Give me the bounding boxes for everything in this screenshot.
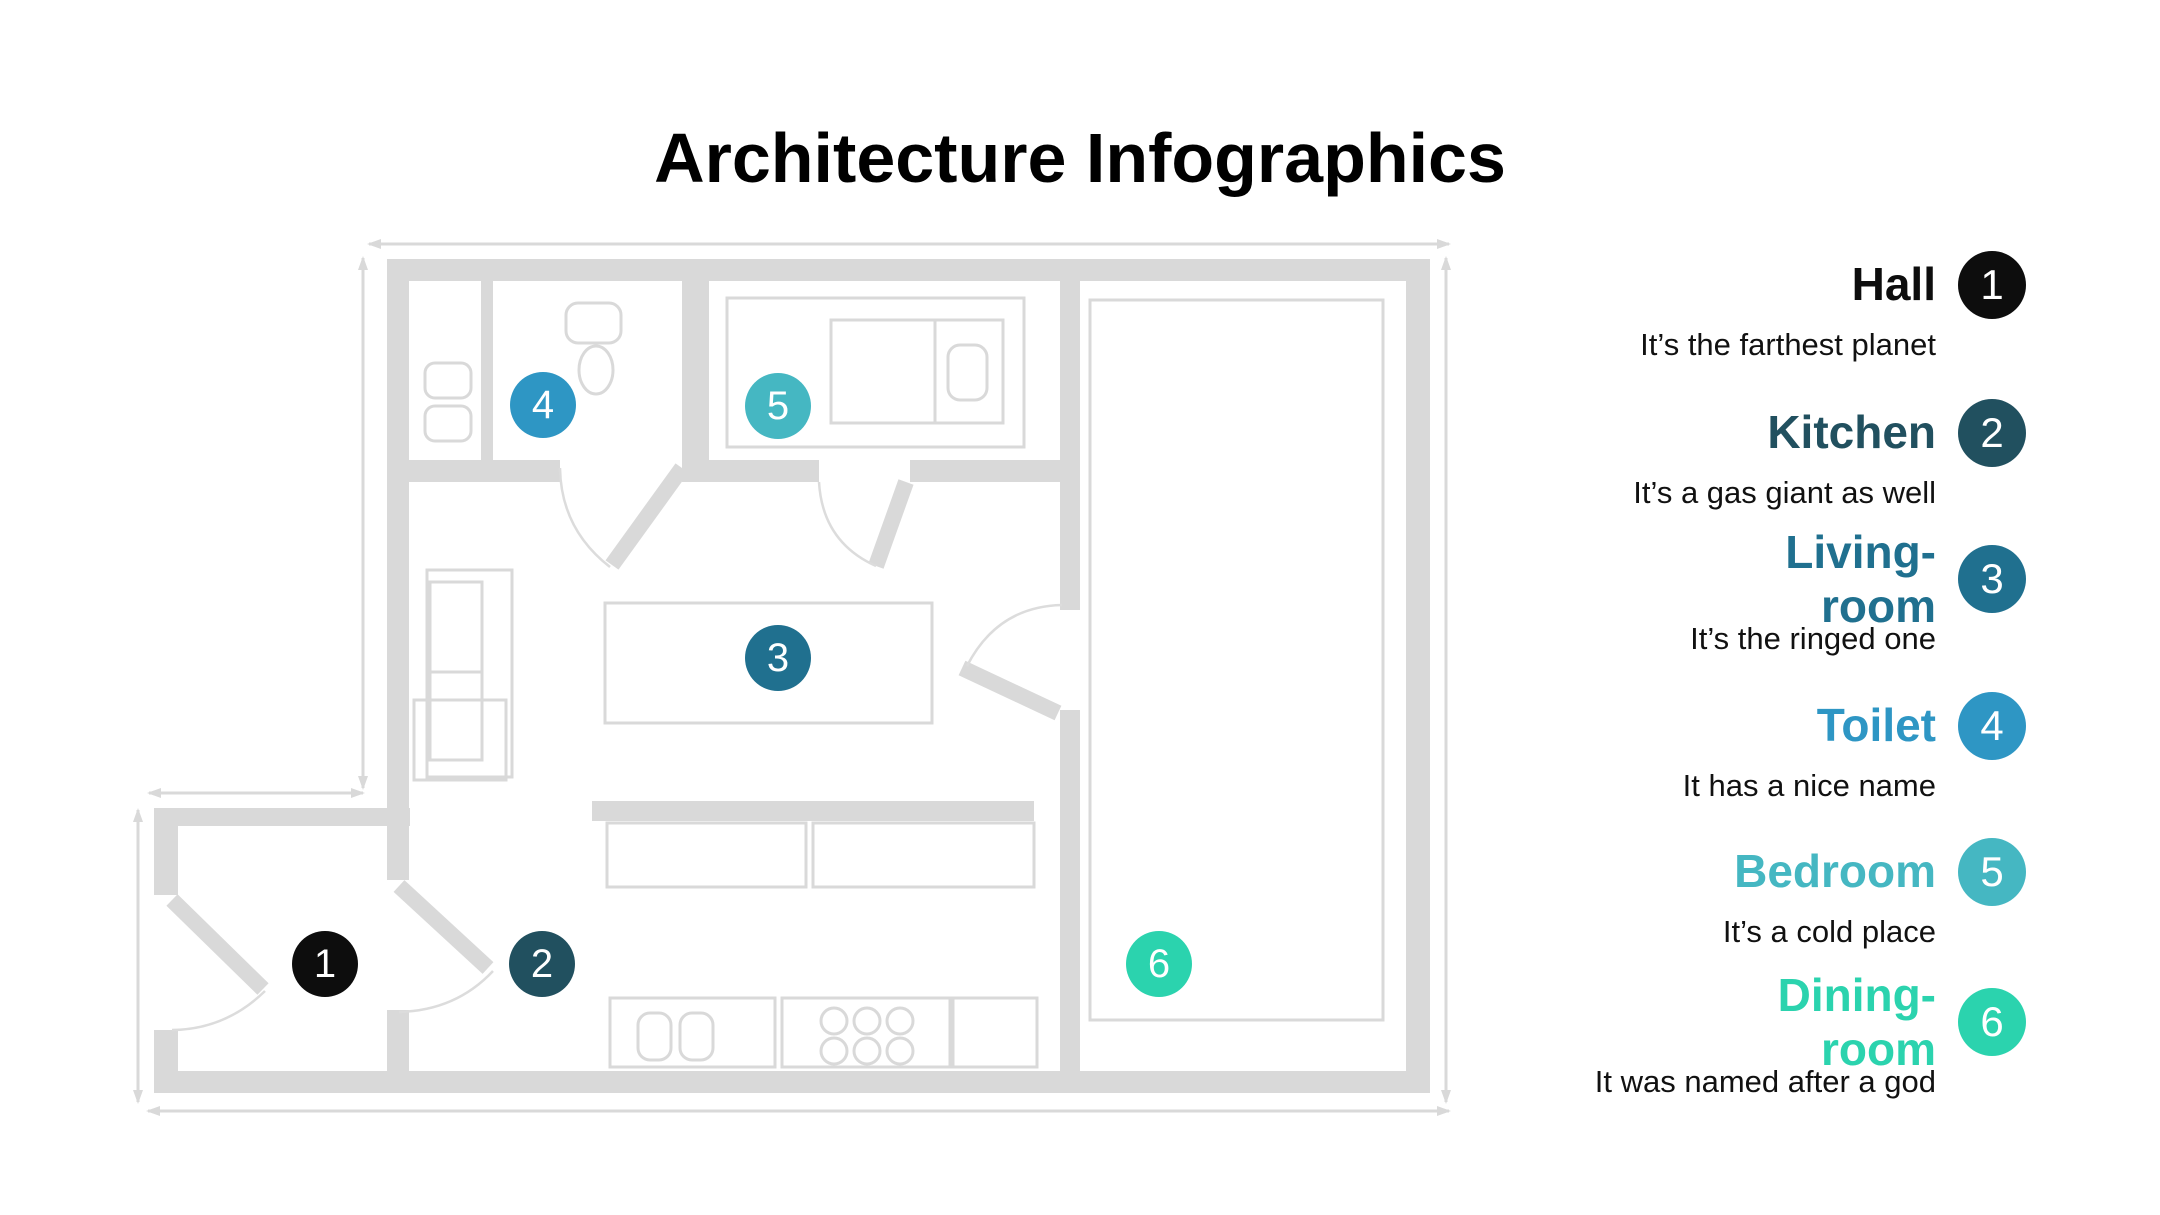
door-leaf-hall-entrance — [166, 894, 269, 995]
door-leaf-toilet — [605, 463, 689, 570]
kitchen-counter-small — [951, 996, 1039, 1069]
dining-table-outline — [1088, 298, 1385, 1022]
wall-bottom — [154, 1071, 1430, 1093]
legend-title-living-room: Living- room — [1785, 526, 1936, 632]
room-marker-kitchen: 2 — [509, 931, 575, 997]
door-swing-arc-toilet — [558, 467, 611, 568]
legend-title-kitchen: Kitchen — [1767, 406, 1936, 458]
stove-burner — [885, 1036, 915, 1066]
kitchen-counter-upper-right — [811, 821, 1036, 889]
stove-burner — [852, 1006, 882, 1036]
door-swing-arc-bedroom — [817, 481, 877, 568]
sink-basin-left — [636, 1011, 673, 1062]
stove-burner — [819, 1036, 849, 1066]
room-marker-living-room: 3 — [745, 625, 811, 691]
wall-main-left-upper — [387, 259, 409, 880]
kitchen-counter-sink — [608, 996, 777, 1069]
legend-badge-dining-room: 6 — [1958, 988, 2026, 1056]
toilet-bowl — [577, 344, 615, 396]
kitchen-counter-upper-left — [605, 821, 808, 889]
door-swing-arc-hall-entrance — [171, 990, 266, 1032]
door-leaf-dining — [958, 660, 1062, 721]
plan-door-arcs — [171, 467, 1063, 1032]
plan-furniture — [412, 296, 1385, 1069]
room-marker-toilet: 4 — [510, 372, 576, 438]
wall-closet-divider — [481, 274, 493, 460]
wall-top — [387, 259, 1430, 281]
bedroom-rug-outline — [725, 296, 1026, 449]
kitchen-counter-stove — [780, 996, 952, 1069]
room-marker-dining-room: 6 — [1126, 931, 1192, 997]
wall-dining-divider-lower — [1060, 710, 1080, 1071]
legend-badge-toilet: 4 — [1958, 692, 2026, 760]
legend-desc-bedroom: It’s a cold place — [1722, 914, 1936, 949]
door-swing-arc-dining — [965, 603, 1063, 667]
toilet-tank — [564, 301, 623, 345]
legend-badge-hall: 1 — [1958, 251, 2026, 319]
legend-title-toilet: Toilet — [1816, 699, 1936, 751]
legend-title-bedroom: Bedroom — [1734, 845, 1936, 897]
wall-rooms-bottom-3 — [910, 460, 1060, 482]
legend-title-hall: Hall — [1851, 258, 1936, 310]
wall-rooms-bottom-1 — [387, 460, 560, 482]
plan-walls — [154, 259, 1430, 1093]
stove-burner — [885, 1006, 915, 1036]
bed — [829, 318, 1005, 425]
room-marker-bedroom: 5 — [745, 373, 811, 439]
wall-rooms-bottom-2 — [682, 460, 819, 482]
legend-badge-bedroom: 5 — [1958, 838, 2026, 906]
legend-desc-hall: It’s the farthest planet — [1640, 327, 1936, 362]
wall-hall-top — [154, 808, 410, 826]
sofa-outer — [425, 568, 514, 779]
wall-hall-left-lower — [154, 1030, 178, 1072]
closet-shelf-lower — [423, 404, 473, 443]
legend-desc-kitchen: It’s a gas giant as well — [1633, 475, 1936, 510]
page-title: Architecture Infographics — [654, 119, 1506, 197]
door-leaf-hall-kitchen — [393, 880, 494, 974]
closet-shelf-upper — [423, 361, 473, 400]
cabinet — [412, 698, 508, 782]
plan-dimension-lines — [133, 239, 1451, 1116]
sink-basin-right — [678, 1011, 715, 1062]
door-swing-arc-hall-kitchen — [398, 970, 494, 1014]
legend-title-dining-room: Dining- room — [1777, 969, 1936, 1075]
wall-right — [1406, 259, 1430, 1093]
plan-doors — [166, 463, 1062, 995]
wall-toilet-bedroom-divider — [682, 274, 709, 460]
legend-desc-living-room: It’s the ringed one — [1690, 621, 1936, 656]
bed-pillow — [946, 343, 989, 402]
stove-burner — [819, 1006, 849, 1036]
wall-kitchen-counter-band — [592, 801, 1034, 821]
legend-badge-kitchen: 2 — [1958, 399, 2026, 467]
stove-burner — [852, 1036, 882, 1066]
wall-dining-divider-upper — [1060, 274, 1080, 610]
living-room-table — [603, 601, 934, 725]
wall-main-left-lower — [387, 1010, 409, 1072]
room-marker-hall: 1 — [292, 931, 358, 997]
legend-desc-toilet: It has a nice name — [1682, 768, 1936, 803]
door-leaf-bedroom — [868, 479, 914, 569]
legend-badge-living-room: 3 — [1958, 545, 2026, 613]
legend-desc-dining-room: It was named after a god — [1594, 1064, 1936, 1099]
